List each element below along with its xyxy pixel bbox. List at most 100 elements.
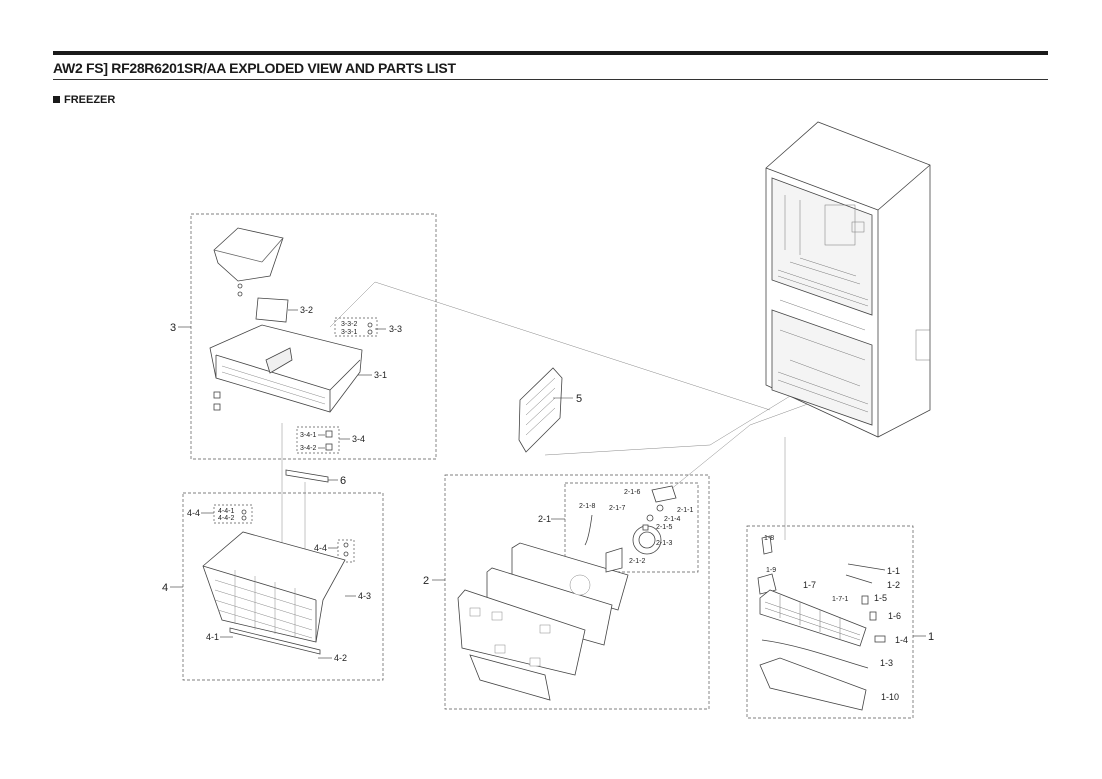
- part-1-10-cover: [759, 657, 867, 711]
- part-1-2-sensor-wire: [845, 574, 873, 584]
- part-3-screw: [237, 283, 243, 289]
- part-4-4-1-screw: [241, 509, 247, 515]
- part-3-3-2-screw: [367, 322, 373, 328]
- part-1-9-holder: [757, 573, 777, 595]
- part-2-1-6-motor: [651, 485, 677, 503]
- basket-mesh: [214, 570, 313, 639]
- part-1-1-sensor-wire: [847, 563, 886, 571]
- callout-1-5: 1-5: [874, 593, 887, 603]
- ice-bin-edge: [213, 249, 263, 263]
- callout-2: 2: [423, 575, 429, 587]
- callout-2-1-4: 2-1-4: [664, 516, 680, 523]
- part-1-6-fuse: [869, 611, 877, 621]
- callout-1-4: 1-4: [895, 635, 908, 645]
- evaporator-fins: [764, 595, 861, 641]
- callout-2-1-2: 2-1-2: [629, 558, 645, 565]
- part-3-3-1-screw: [367, 329, 373, 335]
- part-2-back-panel: [511, 542, 629, 611]
- callout-1-2: 1-2: [887, 580, 900, 590]
- callout-1-7: 1-7: [803, 580, 816, 590]
- part-6-rail: [285, 469, 329, 483]
- callout-3: 3: [170, 322, 176, 334]
- callout-1-8: 1-8: [764, 535, 774, 542]
- group-box-4-4b: [337, 539, 355, 563]
- part-2-1-8-wire: [584, 514, 593, 546]
- callout-leaders: [170, 309, 926, 659]
- part-4-4-2-screw: [241, 515, 247, 521]
- part-3-screw: [237, 291, 243, 297]
- callout-3-3-1: 3-3-1: [341, 329, 357, 336]
- callout-4-4-1: 4-4-1: [218, 508, 234, 515]
- part-3-1-freezer-drawer: [209, 324, 363, 413]
- ice-bin-edge: [261, 237, 284, 263]
- callout-1: 1: [928, 631, 934, 643]
- panel-details: [469, 574, 591, 667]
- group-box-2-1: [564, 482, 699, 573]
- callout-4-4-2: 4-4-2: [218, 515, 234, 522]
- header-rule: [53, 51, 1048, 55]
- group-box-3-3: [334, 317, 378, 337]
- refrigerator-cabinet: [765, 121, 931, 438]
- part-3-2-divider: [255, 297, 289, 323]
- drawer-divider: [265, 347, 293, 374]
- callout-3-4-2: 3-4-2: [300, 445, 316, 452]
- callout-4-2: 4-2: [334, 653, 347, 663]
- callout-5: 5: [576, 393, 582, 405]
- group-box-3-4: [296, 426, 340, 454]
- part-2-bottom-cover: [469, 654, 551, 701]
- part-2-front-cover: [457, 589, 586, 676]
- part-2-1-4-screw: [646, 514, 654, 522]
- callout-4-4-left: 4-4: [187, 508, 200, 518]
- basket-edge: [202, 565, 317, 601]
- callout-1-1: 1-1: [887, 566, 900, 576]
- callout-2-1-5: 2-1-5: [656, 524, 672, 531]
- fan-hub: [638, 531, 656, 549]
- part-4-4-screw: [343, 551, 349, 557]
- section-label: FREEZER: [64, 94, 116, 106]
- callout-2-1-7: 2-1-7: [609, 505, 625, 512]
- drawer-clip: [213, 391, 221, 399]
- ice-bin: [213, 227, 284, 282]
- part-1-evaporator: [759, 589, 867, 647]
- callout-1-7-1: 1-7-1: [832, 596, 848, 603]
- part-2-1-1-screw: [656, 504, 664, 512]
- callout-6: 6: [340, 475, 346, 487]
- callout-4-1: 4-1: [206, 632, 219, 642]
- square-bullet-icon: [53, 96, 60, 103]
- callout-3-1: 3-1: [374, 370, 387, 380]
- section-heading: FREEZER: [53, 94, 115, 106]
- drawer-edge: [329, 359, 361, 391]
- part-4-2-rail: [229, 627, 321, 655]
- page-title: AW2 FS] RF28R6201SR/AA EXPLODED VIEW AND…: [53, 60, 456, 76]
- callout-3-4: 3-4: [352, 434, 365, 444]
- part-1-4-clip: [874, 635, 886, 643]
- drawer-vents: [221, 365, 326, 405]
- callout-3-4-1: 3-4-1: [300, 432, 316, 439]
- part-1-3-heater: [761, 639, 869, 669]
- grille-lines: [525, 377, 556, 436]
- callout-3-2: 3-2: [300, 305, 313, 315]
- leader-line-5: [544, 389, 801, 456]
- part-2-1-2-fan-blade: [605, 547, 623, 573]
- part-4-4-screw: [343, 542, 349, 548]
- callout-4-3: 4-3: [358, 591, 371, 601]
- group-box-2: [444, 474, 710, 710]
- part-3-4-1-clip: [325, 430, 333, 438]
- part-1-5-sensor: [861, 595, 869, 605]
- part-3-4-2-clip: [325, 443, 333, 451]
- part-5-cover-grille: [518, 367, 563, 453]
- callout-4-4-right: 4-4: [314, 543, 327, 553]
- leader-line-3: [329, 281, 771, 411]
- callout-2-1-6: 2-1-6: [624, 489, 640, 496]
- callout-2-1-1: 2-1-1: [677, 507, 693, 514]
- callout-1-3: 1-3: [880, 658, 893, 668]
- callout-2-1-8: 2-1-8: [579, 503, 595, 510]
- part-2-1-5-clip: [642, 524, 649, 531]
- group-box-4: [182, 492, 384, 681]
- callout-1-9: 1-9: [766, 567, 776, 574]
- callout-3-3-2: 3-3-2: [341, 321, 357, 328]
- group-box-1: [746, 525, 914, 719]
- callout-1-10: 1-10: [881, 692, 899, 702]
- callout-4: 4: [162, 582, 168, 594]
